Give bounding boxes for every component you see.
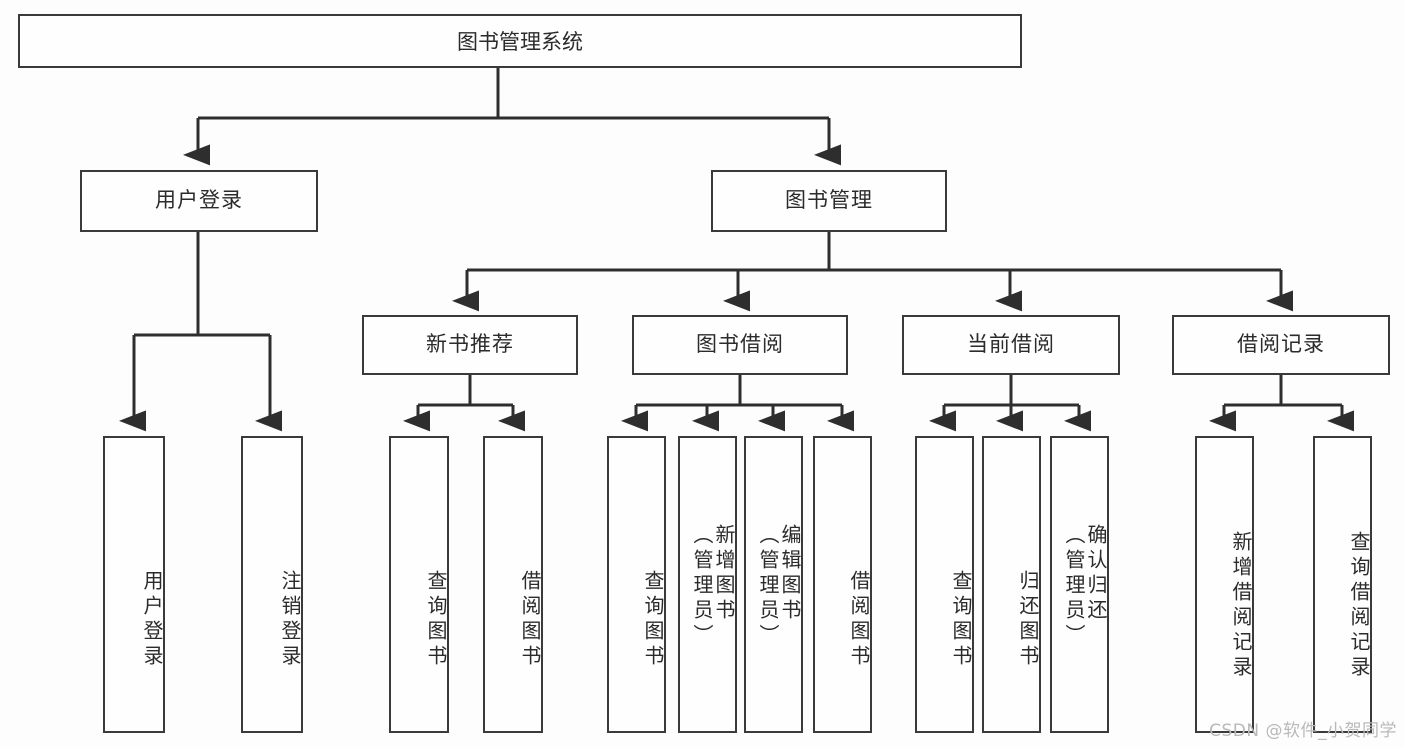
leaf-borrow-book-2[interactable]: 借阅图书 xyxy=(813,436,872,733)
leaf-borrow-book-2-label: 借阅图书 xyxy=(847,569,871,670)
leaf-borrow-book-1[interactable]: 借阅图书 xyxy=(483,436,543,733)
leaf-add-record-label: 新增借阅记录 xyxy=(1229,530,1253,681)
leaf-add-book[interactable]: 新增图书 （管理员） xyxy=(678,436,737,733)
leaf-query-book-3-label: 查询图书 xyxy=(949,569,973,670)
leaf-user-login[interactable]: 用户登录 xyxy=(103,436,165,733)
node-root[interactable]: 图书管理系统 xyxy=(18,14,1022,68)
node-borrow-record[interactable]: 借阅记录 xyxy=(1172,315,1390,375)
leaf-user-login-label: 用户登录 xyxy=(140,569,164,670)
leaf-edit-book[interactable]: 编辑图书 （管理员） xyxy=(744,436,803,733)
node-user-login-label: 用户登录 xyxy=(155,188,243,213)
leaf-return-book-label: 归还图书 xyxy=(1016,569,1040,670)
leaf-query-record[interactable]: 查询借阅记录 xyxy=(1313,436,1372,733)
leaf-add-book-label: 新增图书 （管理员） xyxy=(690,524,736,649)
leaf-query-record-label: 查询借阅记录 xyxy=(1347,530,1371,681)
node-book-borrow[interactable]: 图书借阅 xyxy=(632,315,848,375)
leaf-borrow-book-1-label: 借阅图书 xyxy=(518,569,542,670)
leaf-query-book-1[interactable]: 查询图书 xyxy=(389,436,449,733)
leaf-logout-label: 注销登录 xyxy=(278,569,302,670)
node-root-label: 图书管理系统 xyxy=(457,30,583,54)
watermark-text: CSDN @软件_小贺同学 xyxy=(1209,721,1397,741)
leaf-confirm-return-label: 确认归还 （管理员） xyxy=(1062,524,1108,649)
leaf-query-book-2-label: 查询图书 xyxy=(641,569,665,670)
leaf-add-record[interactable]: 新增借阅记录 xyxy=(1195,436,1254,733)
node-new-book-recommend[interactable]: 新书推荐 xyxy=(362,315,578,375)
node-book-manage[interactable]: 图书管理 xyxy=(711,170,947,232)
leaf-query-book-3[interactable]: 查询图书 xyxy=(915,436,974,733)
leaf-query-book-2[interactable]: 查询图书 xyxy=(607,436,666,733)
node-borrow-record-label: 借阅记录 xyxy=(1237,332,1325,357)
leaf-query-book-1-label: 查询图书 xyxy=(424,569,448,670)
node-user-login[interactable]: 用户登录 xyxy=(80,170,318,232)
node-book-borrow-label: 图书借阅 xyxy=(696,332,784,357)
leaf-return-book[interactable]: 归还图书 xyxy=(982,436,1041,733)
leaf-edit-book-label: 编辑图书 （管理员） xyxy=(756,524,802,649)
leaf-confirm-return[interactable]: 确认归还 （管理员） xyxy=(1050,436,1109,733)
node-current-borrow-label: 当前借阅 xyxy=(967,332,1055,357)
leaf-logout[interactable]: 注销登录 xyxy=(241,436,303,733)
node-new-book-recommend-label: 新书推荐 xyxy=(426,332,514,357)
node-book-manage-label: 图书管理 xyxy=(785,188,873,213)
node-current-borrow[interactable]: 当前借阅 xyxy=(902,315,1120,375)
